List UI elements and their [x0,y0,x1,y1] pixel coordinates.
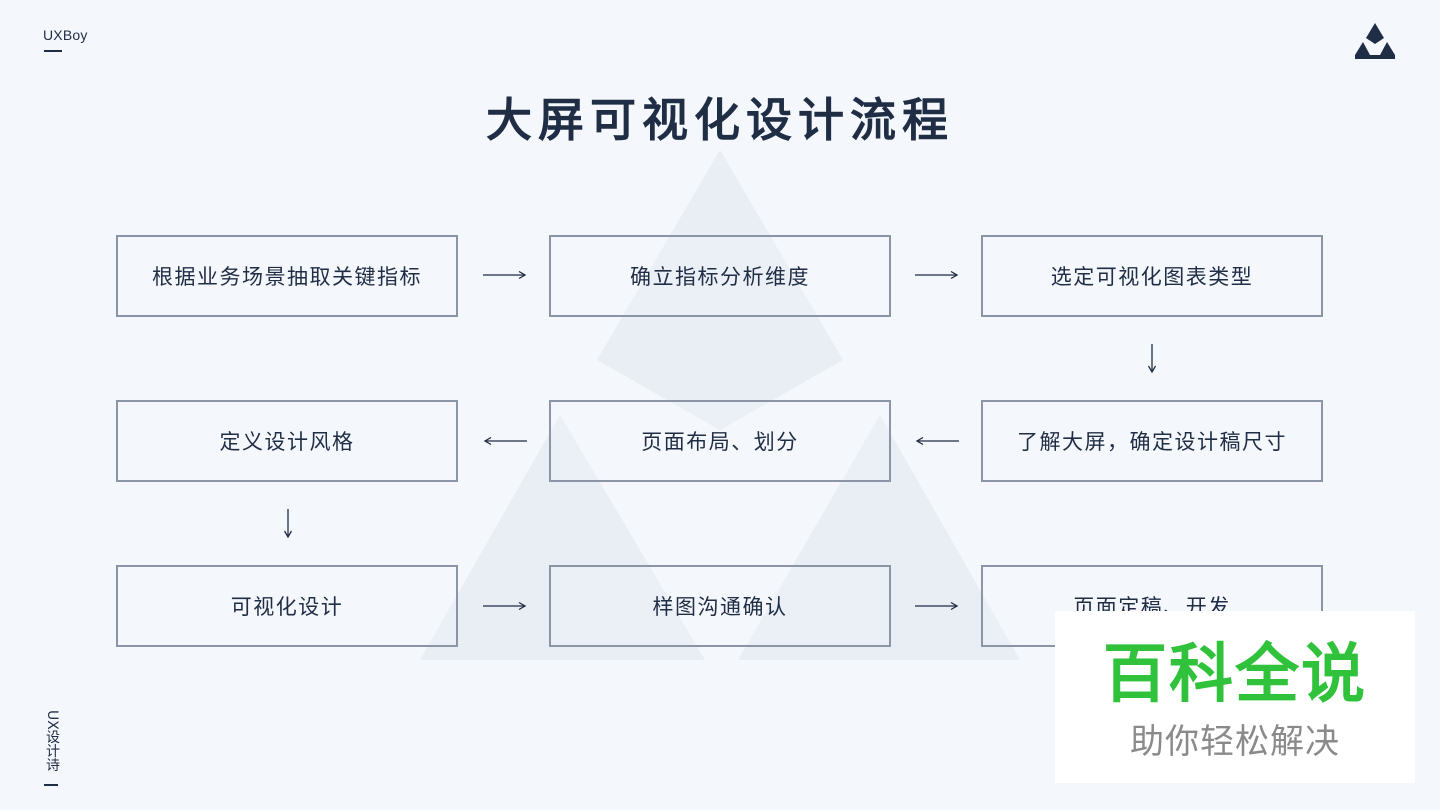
step-select-chart-type: 选定可视化图表类型 [981,235,1323,317]
arrow-right-icon [915,601,959,611]
step-design-style: 定义设计风格 [116,400,458,482]
watermark-overlay: 百科全说 助你轻松解决 [1055,611,1415,783]
step-define-dimensions: 确立指标分析维度 [549,235,891,317]
arrow-right-icon [483,601,527,611]
arrow-down-icon [1147,344,1157,374]
watermark-main-text: 百科全说 [1103,638,1367,712]
step-screen-size: 了解大屏，确定设计稿尺寸 [981,400,1323,482]
brand-underline [44,50,62,52]
side-underline [44,784,58,786]
triangle-logo-icon [1355,23,1395,59]
arrow-right-icon [483,270,527,280]
side-label: UX设计诗 [44,710,60,772]
arrow-right-icon [915,270,959,280]
step-sample-confirm: 样图沟通确认 [549,565,891,647]
watermark-sub-text: 助你轻松解决 [1130,722,1340,762]
step-extract-key-metrics: 根据业务场景抽取关键指标 [116,235,458,317]
brand-name: UXBoy [43,27,88,43]
page-title: 大屏可视化设计流程 [486,93,954,147]
arrow-left-icon [483,436,527,446]
arrow-down-icon [283,509,293,539]
step-page-layout: 页面布局、划分 [549,400,891,482]
arrow-left-icon [915,436,959,446]
step-visual-design: 可视化设计 [116,565,458,647]
